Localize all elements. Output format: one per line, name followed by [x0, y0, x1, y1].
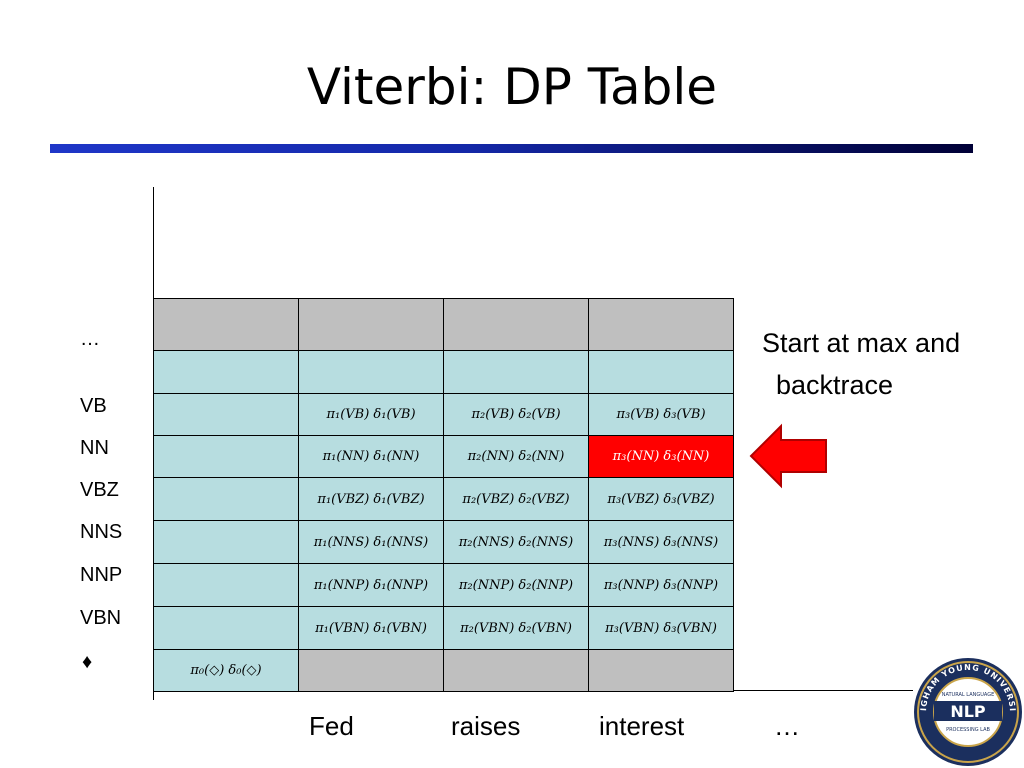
cell-vb-2: π₂(VB) δ₂(VB) [443, 393, 589, 436]
table-row-vbz: π₁(VBZ) δ₁(VBZ) π₂(VBZ) δ₂(VBZ) π₃(VBZ) … [153, 477, 734, 521]
table-cell [588, 298, 734, 351]
svg-text:PROCESSING LAB: PROCESSING LAB [946, 727, 990, 733]
cell-vbn-3: π₃(VBN) δ₃(VBN) [588, 606, 734, 650]
table-cell [298, 350, 444, 394]
note-line-1: Start at max and [762, 328, 961, 358]
cell-vbn-2: π₂(VBN) δ₂(VBN) [443, 606, 589, 650]
nlp-lab-logo: BRIGHAM YOUNG UNIVERSITY NATURAL LANGUAG… [912, 656, 1022, 766]
table-row-header [153, 298, 734, 351]
row-label-nn: NN [80, 437, 109, 459]
cell-nnp-2: π₂(NNP) δ₂(NNP) [443, 563, 589, 607]
cell-vb-1: π₁(VB) δ₁(VB) [298, 393, 444, 436]
table-cell [298, 649, 444, 692]
svg-text:NLP: NLP [950, 702, 986, 721]
table-cell [443, 350, 589, 394]
cell-nn-2: π₂(NN) δ₂(NN) [443, 435, 589, 478]
cell-nns-2: π₂(NNS) δ₂(NNS) [443, 520, 589, 564]
table-row-vb: π₁(VB) δ₁(VB) π₂(VB) δ₂(VB) π₃(VB) δ₃(VB… [153, 393, 734, 436]
left-arrow-icon [749, 423, 827, 489]
table-cell [153, 435, 299, 478]
table-cell [153, 477, 299, 521]
cell-start: π₀(◇) δ₀(◇) [153, 649, 299, 692]
table-cell [153, 350, 299, 394]
table-cell [153, 563, 299, 607]
cell-nnp-3: π₃(NNP) δ₃(NNP) [588, 563, 734, 607]
table-cell [153, 520, 299, 564]
cell-vbz-1: π₁(VBZ) δ₁(VBZ) [298, 477, 444, 521]
row-label-nnp: NNP [80, 564, 123, 586]
table-cell [443, 649, 589, 692]
cell-nnp-1: π₁(NNP) δ₁(NNP) [298, 563, 444, 607]
row-label-vb: VB [80, 395, 107, 417]
cell-vbz-3: π₃(VBZ) δ₃(VBZ) [588, 477, 734, 521]
cell-nns-3: π₃(NNS) δ₃(NNS) [588, 520, 734, 564]
row-label-vbz: VBZ [80, 479, 119, 501]
table-cell [298, 298, 444, 351]
table-cell [588, 350, 734, 394]
row-label-nns: NNS [80, 521, 123, 543]
column-label-raises: raises [451, 711, 521, 741]
table-row-nn: π₁(NN) δ₁(NN) π₂(NN) δ₂(NN) π₃(NN) δ₃(NN… [153, 435, 734, 478]
cell-nn-1: π₁(NN) δ₁(NN) [298, 435, 444, 478]
svg-text:NATURAL LANGUAGE: NATURAL LANGUAGE [942, 692, 995, 698]
note-line-2: backtrace [776, 370, 894, 400]
title-underline-bar [50, 144, 973, 153]
dp-table: π₁(VB) δ₁(VB) π₂(VB) δ₂(VB) π₃(VB) δ₃(VB… [153, 298, 734, 692]
cell-vb-3: π₃(VB) δ₃(VB) [588, 393, 734, 436]
table-row-start: π₀(◇) δ₀(◇) [153, 649, 734, 692]
slide-title: Viterbi: DP Table [306, 58, 718, 116]
cell-vbz-2: π₂(VBZ) δ₂(VBZ) [443, 477, 589, 521]
column-label-interest: interest [599, 711, 685, 741]
cell-nn-3-highlighted: π₃(NN) δ₃(NN) [588, 435, 734, 478]
table-cell [153, 393, 299, 436]
backtrace-note: Start at max and backtrace [762, 322, 960, 406]
table-row-nns: π₁(NNS) δ₁(NNS) π₂(NNS) δ₂(NNS) π₃(NNS) … [153, 520, 734, 564]
table-row-vbn: π₁(VBN) δ₁(VBN) π₂(VBN) δ₂(VBN) π₃(VBN) … [153, 606, 734, 650]
cell-nns-1: π₁(NNS) δ₁(NNS) [298, 520, 444, 564]
table-cell [588, 649, 734, 692]
column-label-fed: Fed [309, 711, 354, 741]
row-label-start: ♦ [82, 651, 93, 673]
table-cell [153, 298, 299, 351]
table-row-ellipsis [153, 350, 734, 394]
row-label-ellipsis: … [80, 328, 100, 350]
table-cell [153, 606, 299, 650]
row-label-vbn: VBN [80, 607, 122, 629]
table-row-nnp: π₁(NNP) δ₁(NNP) π₂(NNP) δ₂(NNP) π₃(NNP) … [153, 563, 734, 607]
cell-vbn-1: π₁(VBN) δ₁(VBN) [298, 606, 444, 650]
table-cell [443, 298, 589, 351]
column-label-ellipsis: … [774, 711, 800, 741]
